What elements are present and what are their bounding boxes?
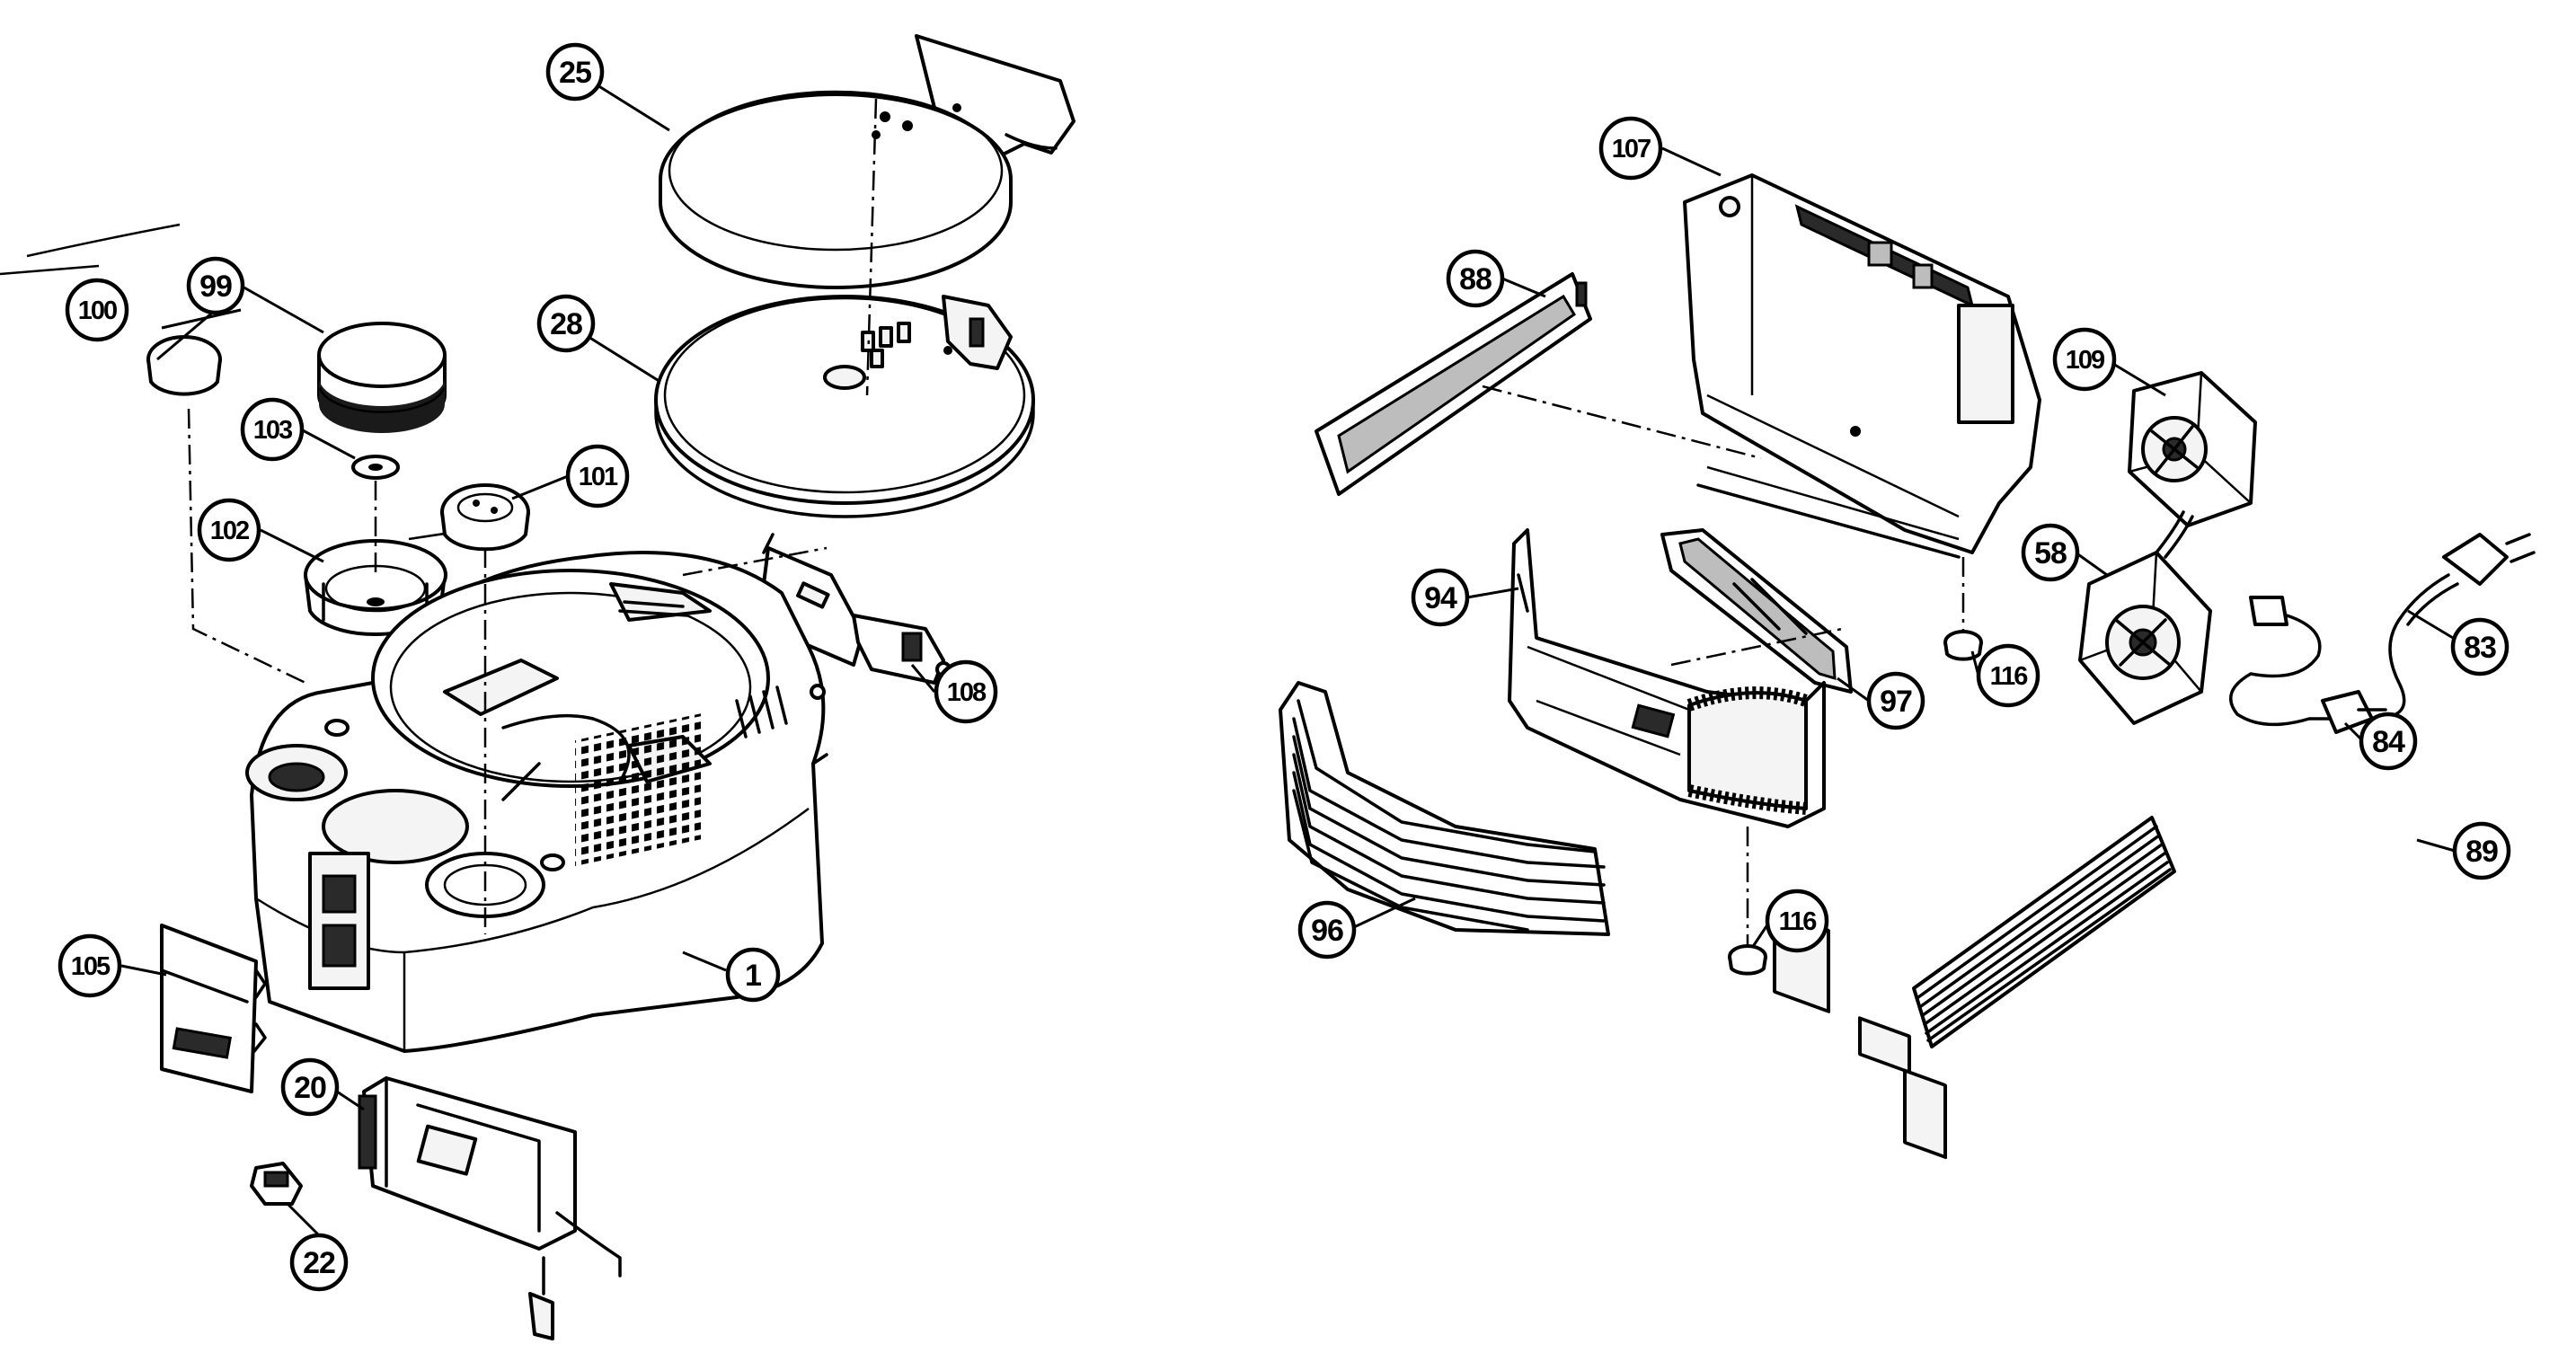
callout-96: 96 xyxy=(1297,900,1357,959)
vent-grille xyxy=(575,713,701,866)
callout-99: 99 xyxy=(186,256,245,315)
alignment-lines-left xyxy=(187,98,878,934)
part-83-power-cord xyxy=(2334,533,2536,721)
callout-22-label: 22 xyxy=(303,1246,335,1280)
callout-94: 94 xyxy=(1411,568,1470,627)
vent-slots-top xyxy=(735,685,788,738)
part-1-main-body xyxy=(245,551,828,1053)
part-101-knob xyxy=(440,483,530,552)
callout-20-label: 20 xyxy=(294,1071,326,1105)
part-97-filter xyxy=(1660,528,1853,694)
callout-28-label: 28 xyxy=(550,307,582,341)
callout-107: 107 xyxy=(1598,116,1663,181)
callout-83: 83 xyxy=(2450,617,2510,676)
part-20-bracket xyxy=(358,1076,622,1340)
callout-89: 89 xyxy=(2452,821,2511,880)
callout-108: 108 xyxy=(934,659,998,724)
callout-102: 102 xyxy=(197,498,261,562)
callout-28: 28 xyxy=(536,294,596,353)
callout-88-label: 88 xyxy=(1459,262,1492,296)
part-22-clip xyxy=(250,1162,303,1206)
callout-20: 20 xyxy=(280,1057,340,1117)
callout-109: 109 xyxy=(2052,327,2117,392)
callout-100: 100 xyxy=(65,278,129,342)
part-103-washer xyxy=(351,455,400,480)
part-116-foot-lower xyxy=(1728,944,1767,976)
callout-103: 103 xyxy=(240,397,305,462)
callout-105: 105 xyxy=(58,933,122,998)
callout-100-label: 100 xyxy=(78,296,117,325)
callout-97-label: 97 xyxy=(1880,685,1912,719)
callout-116-lower: 116 xyxy=(1765,889,1829,953)
part-109-fan xyxy=(2128,371,2257,527)
callout-109-label: 109 xyxy=(2066,346,2105,375)
callout-58-label: 58 xyxy=(2034,536,2067,570)
part-96-slatted-grille xyxy=(1279,681,1610,936)
part-108-motor xyxy=(762,533,952,685)
part-58-fan xyxy=(2078,510,2212,725)
callout-84: 84 xyxy=(2359,712,2418,771)
callout-22: 22 xyxy=(289,1233,349,1292)
part-94-frame xyxy=(1508,528,1826,828)
part-89-side-grille xyxy=(1912,816,2176,1048)
part-105-side-panel xyxy=(160,924,267,1093)
callout-1: 1 xyxy=(725,947,781,1003)
callout-84-label: 84 xyxy=(2372,725,2405,759)
callout-89-label: 89 xyxy=(2465,835,2498,869)
callout-97: 97 xyxy=(1866,671,1925,730)
callout-107-label: 107 xyxy=(1612,135,1651,164)
part-116-foot-upper xyxy=(1943,630,1983,661)
part-100-cap xyxy=(146,335,222,396)
callout-96-label: 96 xyxy=(1311,914,1343,948)
callout-116-lower-label: 116 xyxy=(1779,907,1818,936)
callout-1-label: 1 xyxy=(745,959,761,993)
part-99-drum xyxy=(317,322,447,433)
callout-103-label: 103 xyxy=(253,416,293,445)
callout-116-upper-label: 116 xyxy=(1990,662,2029,691)
callout-108-label: 108 xyxy=(947,678,987,707)
callout-101: 101 xyxy=(565,444,630,508)
alignment-lines-right xyxy=(1482,385,1965,948)
callout-102-label: 102 xyxy=(210,517,249,545)
callout-58: 58 xyxy=(2021,523,2080,582)
callout-101-label: 101 xyxy=(579,463,618,491)
callout-25-label: 25 xyxy=(559,56,591,90)
callout-105-label: 105 xyxy=(71,952,111,981)
callout-88: 88 xyxy=(1446,249,1505,308)
callout-83-label: 83 xyxy=(2464,631,2496,665)
callout-99-label: 99 xyxy=(199,270,232,304)
callout-25: 25 xyxy=(545,42,605,102)
part-102-cup xyxy=(304,539,447,637)
callout-94-label: 94 xyxy=(1424,581,1457,615)
part-84-connector-lead xyxy=(2229,596,2387,734)
part-88-filter-frame xyxy=(1315,272,1592,496)
part-28-plate xyxy=(654,295,1035,518)
callout-116-upper: 116 xyxy=(1976,643,2040,708)
part-25-lid xyxy=(659,34,1076,289)
